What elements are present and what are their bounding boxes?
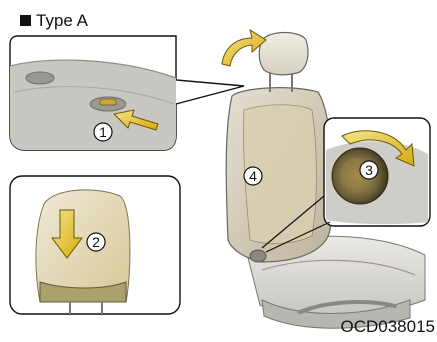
panel-release-button	[10, 36, 244, 150]
callout-step-4-text: 4	[249, 168, 257, 184]
type-label: Type A	[14, 8, 96, 32]
callout-step-1: 1	[94, 123, 112, 141]
type-label-text: Type A	[36, 12, 88, 29]
image-code: OCD038015	[340, 318, 435, 335]
callout-step-3: 3	[360, 161, 378, 179]
square-bullet-icon	[20, 15, 31, 26]
callout-step-4: 4	[244, 167, 262, 185]
callout-step-1-text: 1	[99, 124, 107, 140]
callout-step-2: 2	[87, 233, 105, 251]
callout-step-2-text: 2	[92, 234, 100, 250]
callout-step-3-text: 3	[365, 162, 373, 178]
